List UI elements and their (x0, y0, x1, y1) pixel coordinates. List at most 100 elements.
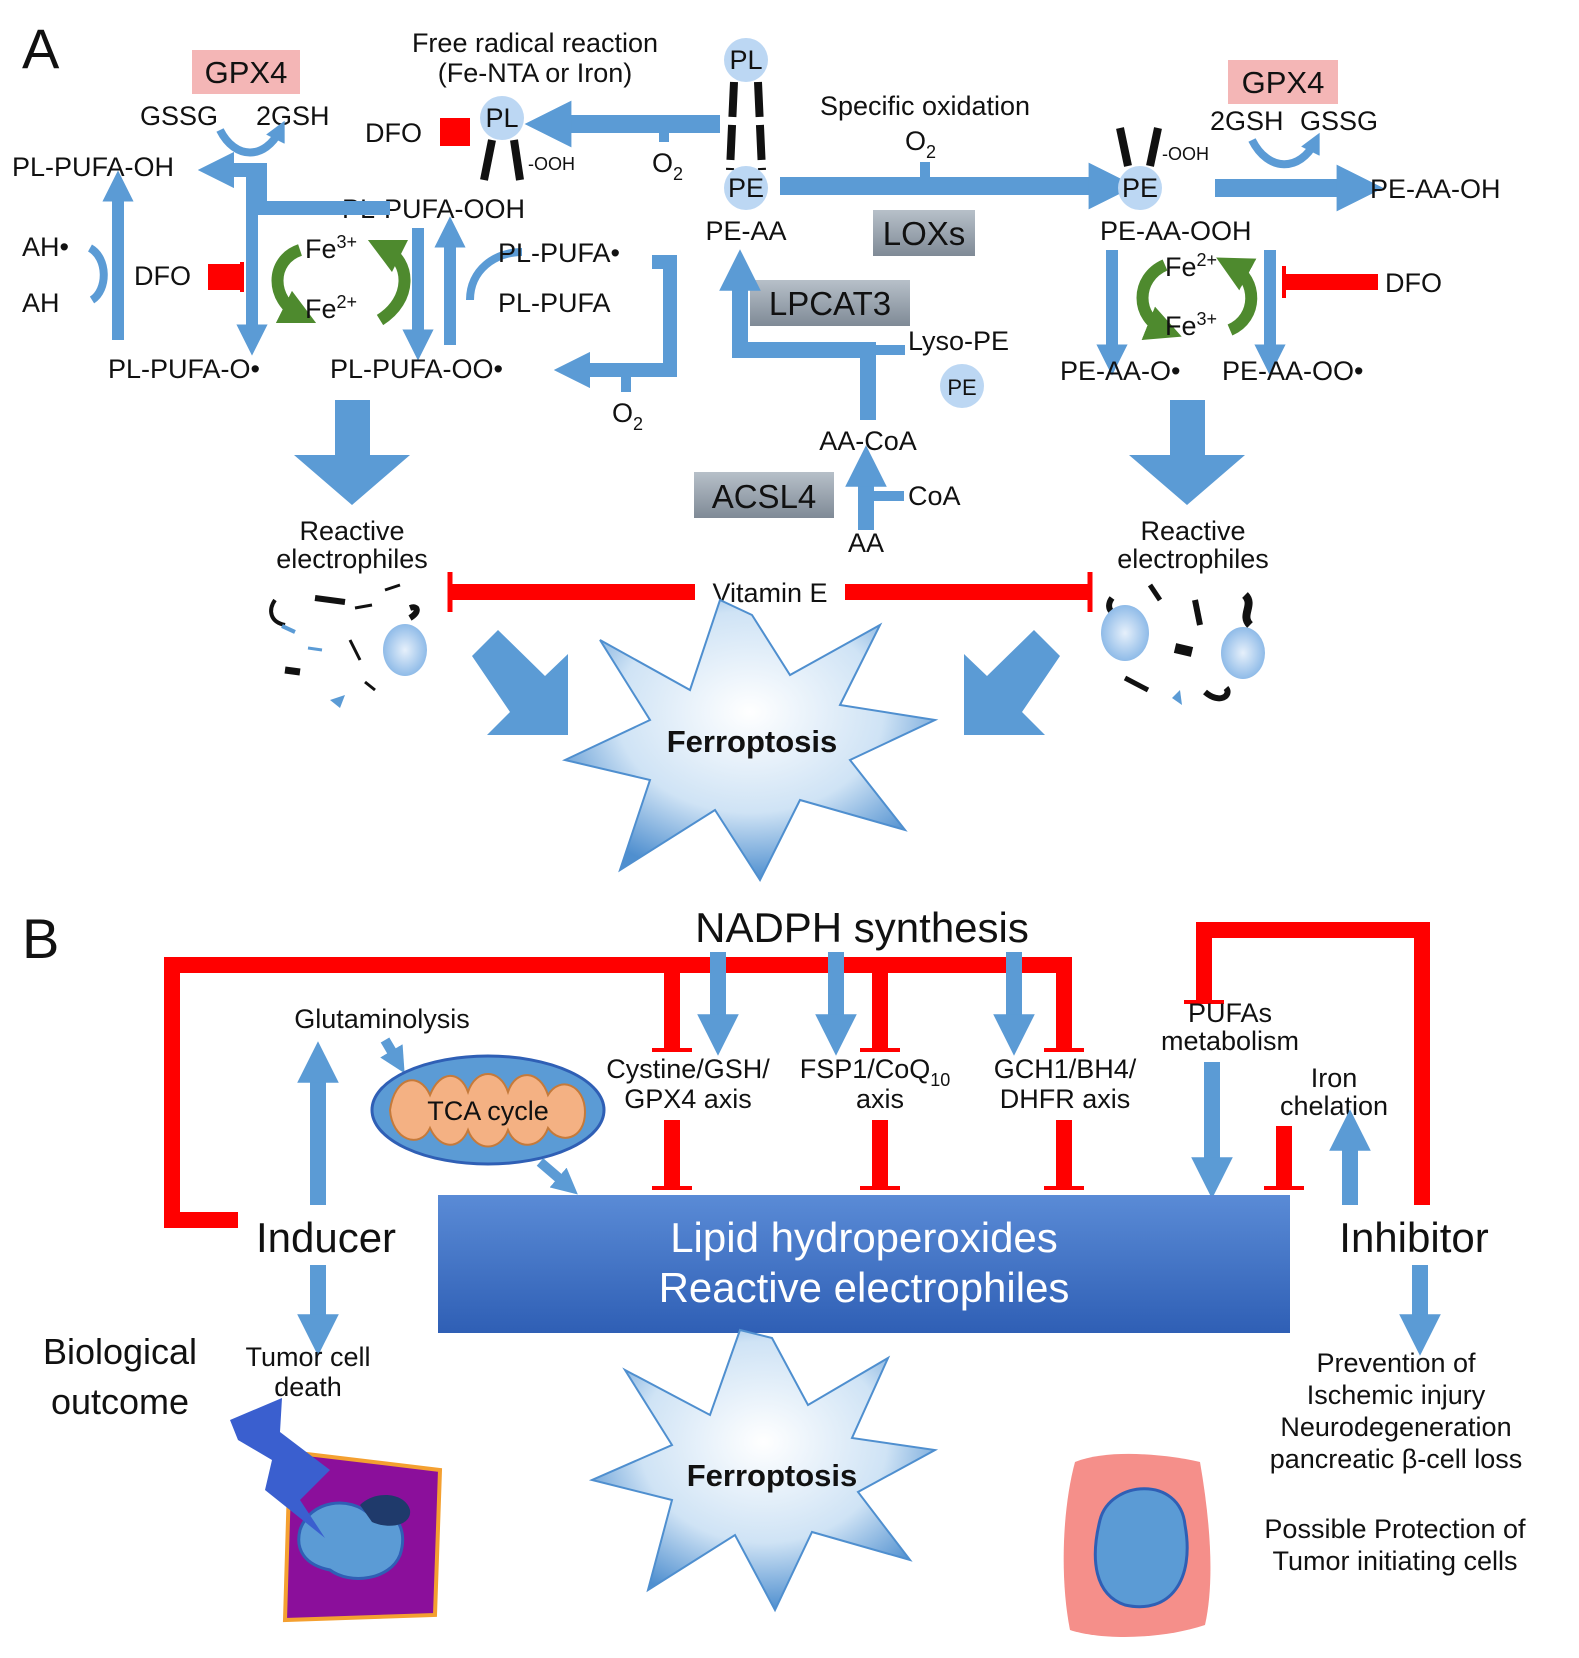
pl-pufa-oh-label: PL-PUFA-OH (12, 152, 174, 182)
box-line1: Lipid hydroperoxides (670, 1214, 1058, 1261)
fe3-right: Fe3+ (1165, 309, 1217, 341)
dfo-top-left-inhibit (440, 118, 470, 146)
pe-center-circle (724, 166, 768, 210)
inducer-inhibit-frame (164, 957, 1072, 1228)
fe-cycle-right-a (1136, 259, 1182, 341)
ferroptosis-star-a (561, 598, 939, 883)
gsh-cycle-left-arrow (216, 120, 285, 157)
pe-aa-oo-label: PE-AA-OO• (1222, 356, 1363, 386)
electrophile-debris-left (269, 583, 427, 708)
gssg-right: GSSG (1300, 106, 1378, 136)
box-line2: Reactive electrophiles (659, 1264, 1070, 1311)
ooh-right: -OOH (1162, 144, 1209, 164)
ah-curve (87, 244, 108, 304)
two-gsh-right: 2GSH (1210, 106, 1284, 136)
dfo-top-left: DFO (365, 118, 422, 148)
pe-aa-ooh-label: PE-AA-OOH (1100, 216, 1252, 246)
gch1-line1: GCH1/BH4/ (994, 1054, 1137, 1084)
pl-left-tail1 (480, 139, 496, 181)
pe-aa-label: PE-AA (705, 216, 786, 246)
ferroptosis-b-label: Ferroptosis (687, 1458, 858, 1493)
pe-free-label: PE (947, 375, 976, 400)
tumor-nucleus-fragment-2 (360, 1494, 411, 1526)
nadph-label: NADPH synthesis (695, 904, 1029, 951)
acsl4-box (694, 472, 834, 518)
bio-line1: Biological (43, 1331, 197, 1372)
prev-line3: Neurodegeneration (1280, 1412, 1511, 1442)
mitochondrion-cristae (388, 1073, 587, 1148)
reactive-right-line2: electrophiles (1117, 544, 1269, 574)
tca-arrow (536, 1158, 578, 1195)
pe-right-label: PE (1122, 173, 1158, 203)
gssg-left: GSSG (140, 101, 218, 131)
reactive-left-line2: electrophiles (276, 544, 428, 574)
reactive-right-line1: Reactive (1140, 516, 1245, 546)
pe-right-tail2 (1146, 127, 1162, 167)
lipid-hydroperoxides-box (438, 1195, 1290, 1333)
specific-oxidation-label: Specific oxidation (820, 91, 1030, 121)
glutaminolysis-arrow (380, 1037, 405, 1074)
iron-line1: Iron (1311, 1063, 1358, 1093)
gch1-line2: DHFR axis (1000, 1084, 1131, 1114)
lpcat3-label: LPCAT3 (769, 285, 891, 322)
pe-aa-o-label: PE-AA-O• (1060, 356, 1180, 386)
inhibitor-label: Inhibitor (1339, 1214, 1488, 1261)
prev-line1: Prevention of (1316, 1348, 1476, 1378)
tumor-line2: death (274, 1372, 342, 1402)
cystine-line2: GPX4 axis (624, 1084, 752, 1114)
pe-right-circle (1118, 166, 1162, 210)
ah-radical-label: AH• (22, 232, 69, 262)
tca-label: TCA cycle (427, 1096, 549, 1126)
bio-line2: outcome (51, 1381, 189, 1422)
reactive-left-line1: Reactive (299, 516, 404, 546)
glutaminolysis-label: Glutaminolysis (294, 1004, 470, 1034)
pl-pufa-radical-label: PL-PUFA• (498, 238, 620, 268)
prev-line2: Ischemic injury (1307, 1380, 1486, 1410)
center-tail2 (754, 81, 766, 171)
pe-right-tail1 (1116, 127, 1132, 167)
pe-aa-oh-label: PE-AA-OH (1370, 174, 1501, 204)
gpx4-left-label: GPX4 (205, 55, 288, 90)
fe2-left: Fe2+ (305, 292, 357, 324)
acsl4-label: ACSL4 (712, 478, 817, 515)
prev-line4: pancreatic β-cell loss (1270, 1444, 1523, 1474)
o2-bottom-label: O2 (612, 398, 643, 434)
fe2-right: Fe2+ (1165, 250, 1217, 282)
big-down-arrow-left (294, 400, 410, 505)
pl-left-circle (480, 96, 524, 140)
ferroptosis-star-b (588, 1328, 939, 1613)
o2-top-label: O2 (652, 148, 683, 184)
pl-left-tail2 (510, 139, 524, 181)
pe-free-circle (940, 364, 984, 408)
pufa-h-curve (466, 248, 523, 301)
ooh-left: -OOH (528, 154, 575, 174)
dfo-right: DFO (1385, 268, 1442, 298)
pl-left-label: PL (485, 103, 518, 133)
pl-center-label: PL (729, 45, 762, 75)
cystine-line1: Cystine/GSH/ (606, 1054, 770, 1084)
poss-line1: Possible Protection of (1264, 1514, 1526, 1544)
gpx4-left-box (192, 50, 300, 94)
fe-cycle-left-a (271, 244, 317, 324)
iron-line2: chelation (1280, 1091, 1388, 1121)
aa-coa-label: AA-CoA (819, 426, 917, 456)
lyso-pe-label: Lyso-PE (908, 326, 1009, 356)
panel-a-letter: A (22, 17, 60, 80)
coa-label: CoA (908, 481, 961, 511)
aa-label: AA (848, 528, 884, 558)
ah-label: AH (22, 288, 60, 318)
fsp1-line2: axis (856, 1084, 904, 1114)
dfo-mid-left-inhibit (208, 264, 242, 290)
o2-lox-label: O2 (905, 126, 936, 162)
fsp1-line1: FSP1/CoQ10 (800, 1054, 951, 1090)
fe-cycle-right-b (1216, 257, 1258, 336)
gpx4-reduction-arrow (197, 151, 390, 215)
free-radical-line1: Free radical reaction (412, 28, 658, 58)
two-gsh-left: 2GSH (256, 101, 330, 131)
free-radical-line2: (Fe-NTA or Iron) (438, 58, 633, 88)
vitamin-e-label: Vitamin E (712, 578, 827, 608)
arrow-into-ferroptosis-right (964, 630, 1060, 735)
big-down-arrow-right (1129, 400, 1245, 505)
panel-b-letter: B (22, 907, 59, 970)
inhibitor-inhibit-frame (1196, 922, 1430, 1205)
